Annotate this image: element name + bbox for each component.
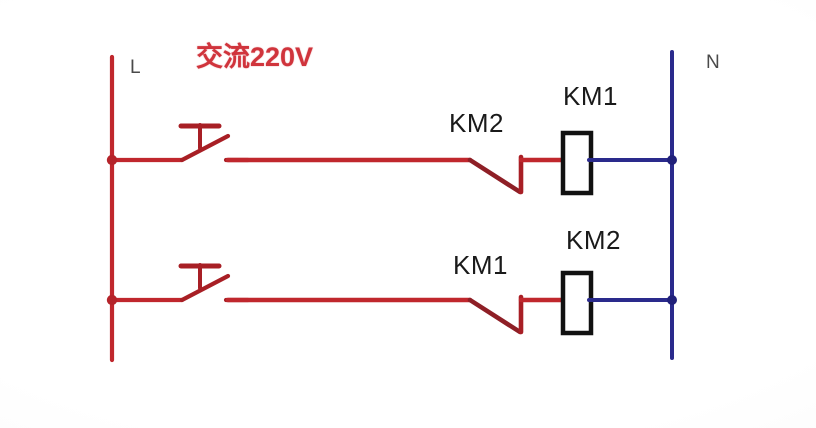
rung-bottom-nc-contact-blade[interactable] <box>467 297 523 335</box>
rung-top-nc-contact-blade[interactable] <box>467 157 523 195</box>
rung-bottom-coil-label: KM2 <box>566 225 621 255</box>
rung-bottom-live-junction-dot <box>106 294 118 306</box>
neutral-rail-label: N <box>706 52 720 73</box>
supply-voltage-title: 交流220V <box>196 42 314 72</box>
rung-bottom-coil-body[interactable] <box>560 270 594 336</box>
rung-top-neutral-junction-dot <box>667 155 677 165</box>
rung-top-coil-label: KM1 <box>563 81 618 111</box>
rung-top-pushbutton-contact-arm[interactable] <box>179 133 231 163</box>
live-rail-label: L <box>130 57 141 78</box>
rung-bottom-neutral-junction-dot <box>667 295 677 305</box>
rung-top-coil-body[interactable] <box>560 130 594 196</box>
rung-bottom-pushbutton-contact-arm[interactable] <box>179 273 231 303</box>
rung-top-live-junction-dot <box>106 154 118 166</box>
rung-top-contact-label: KM2 <box>449 108 504 138</box>
rung-bottom-contact-label: KM1 <box>453 250 508 280</box>
rung-bottom <box>106 263 677 336</box>
rung-top <box>106 123 677 196</box>
